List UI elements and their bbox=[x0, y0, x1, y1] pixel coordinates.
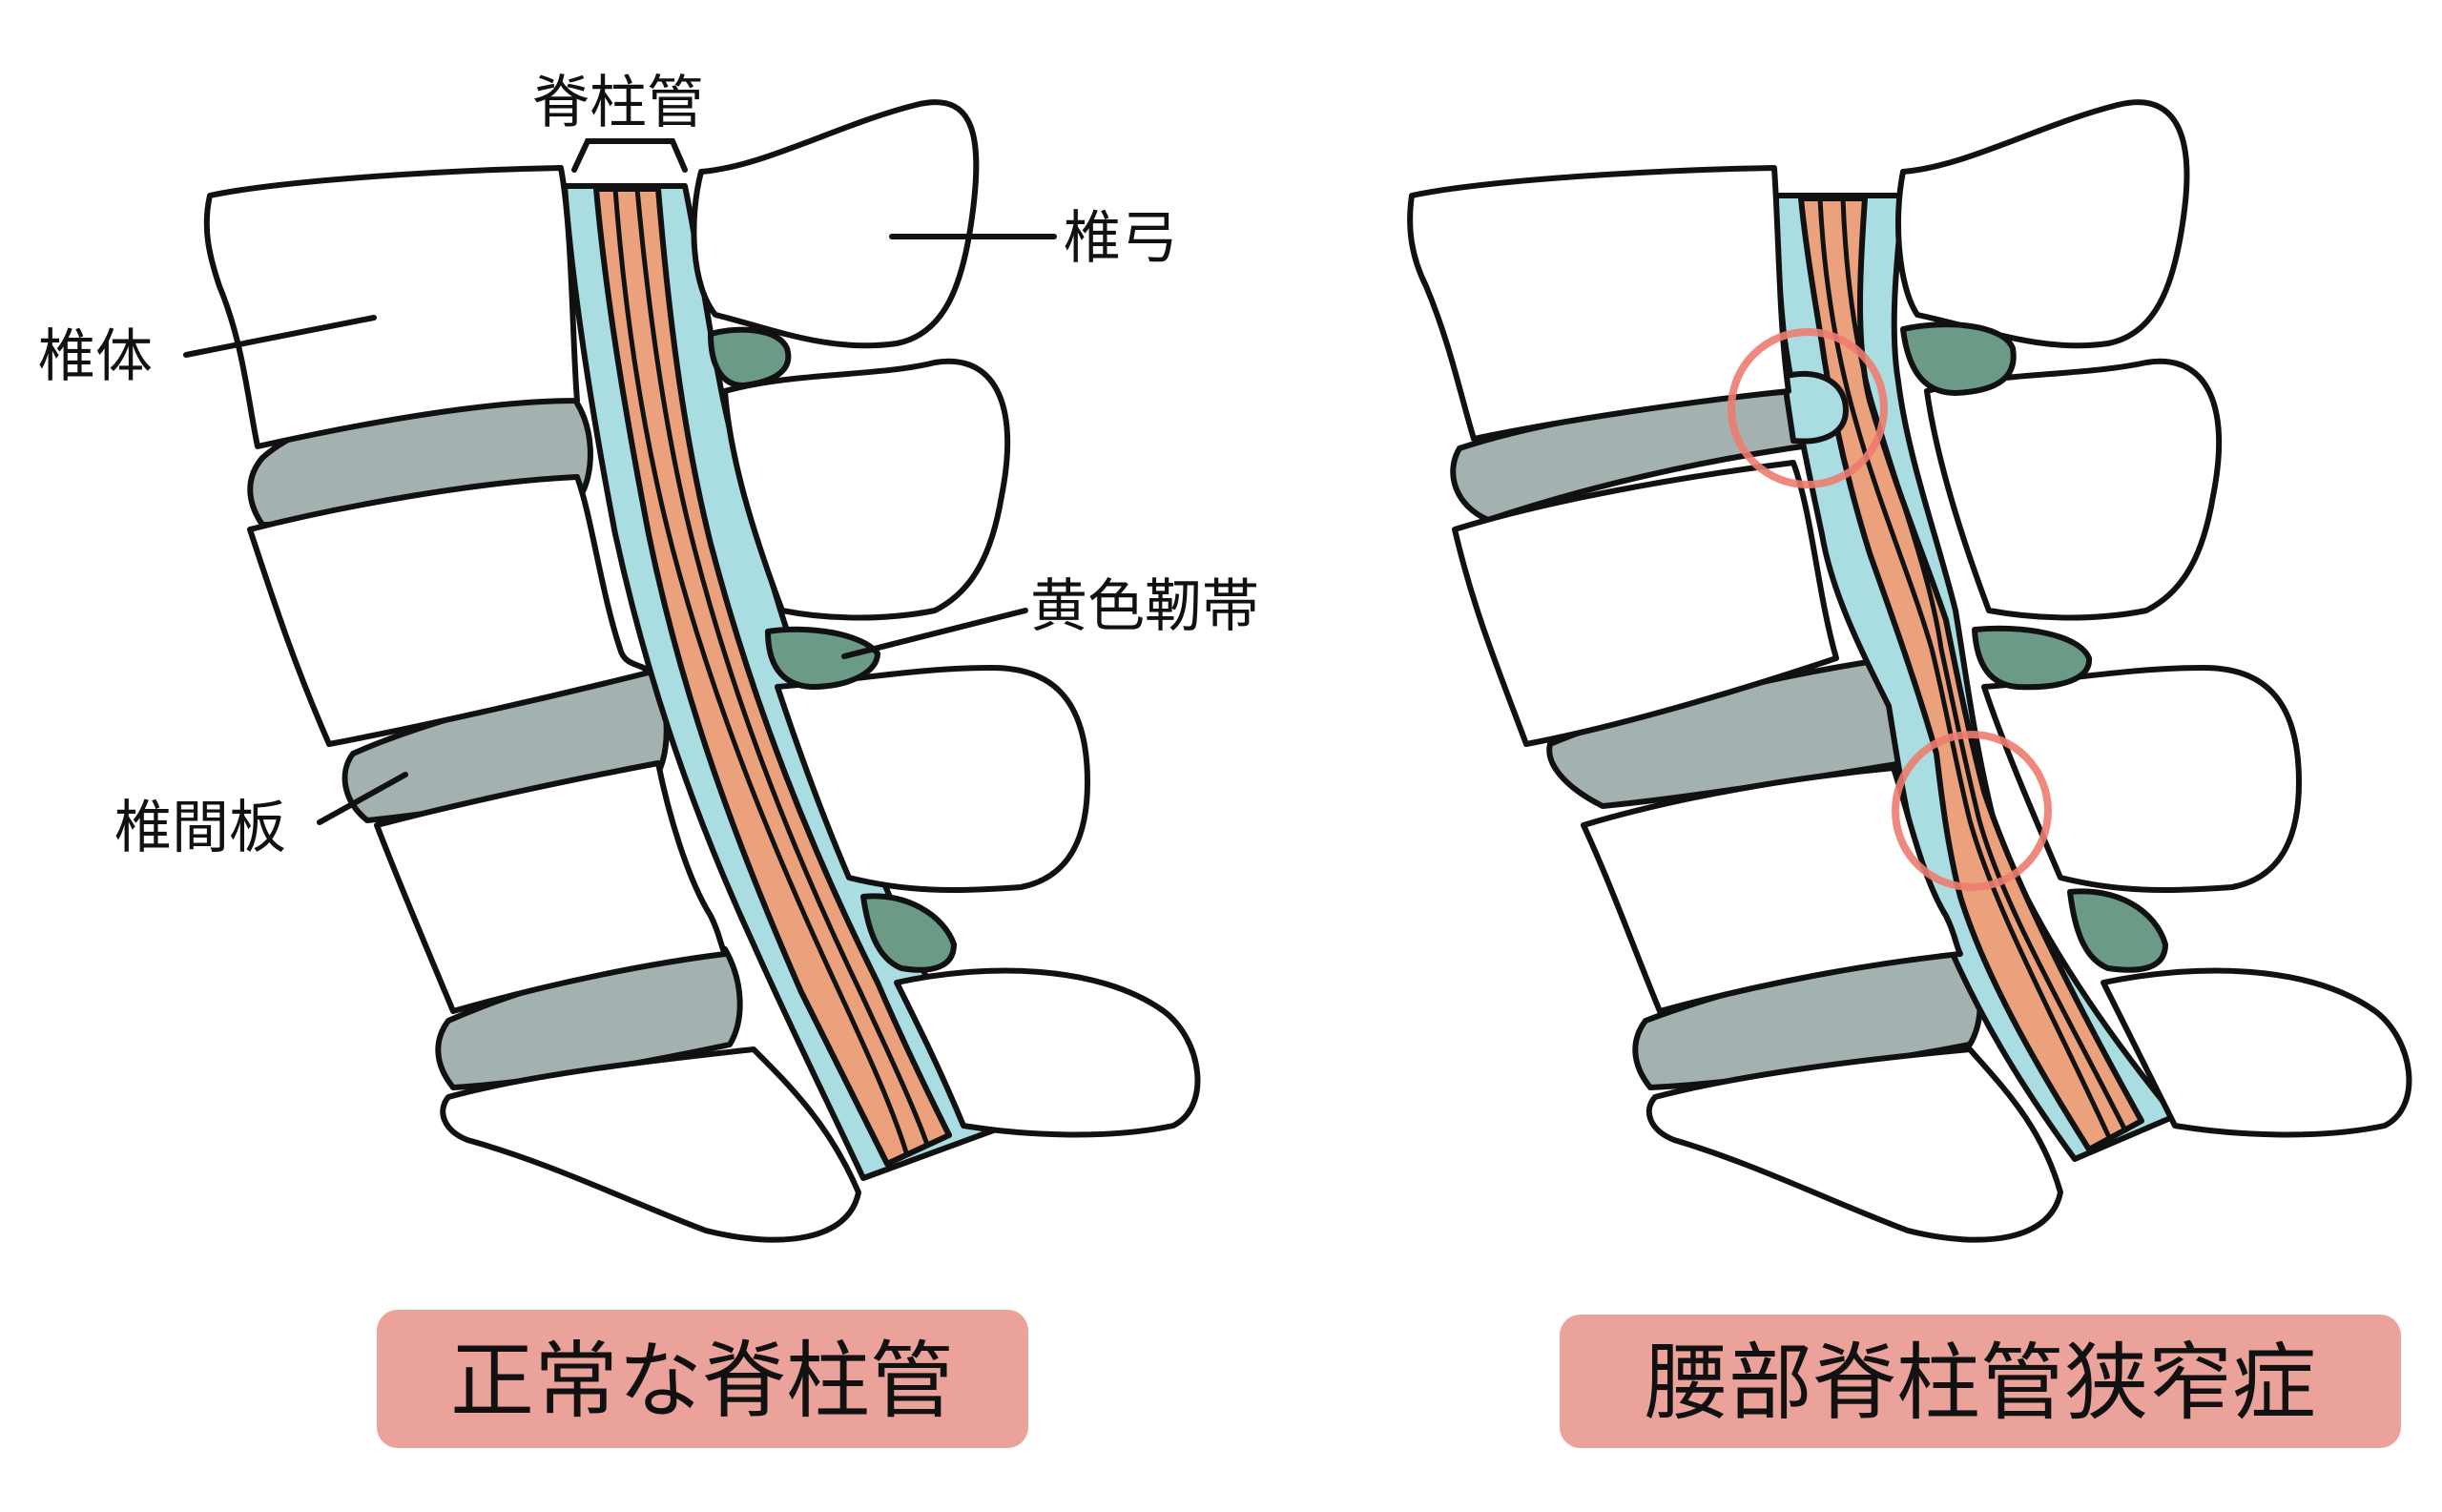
vertebral-arch-1 bbox=[1895, 99, 2190, 349]
caption-normal-text: 正常な脊柱管 bbox=[450, 1332, 954, 1430]
label-vertebral-arch: 椎弓 bbox=[1064, 205, 1178, 272]
vertebral-body-4 bbox=[1645, 1046, 2063, 1243]
label-intervertebral-disc: 椎間板 bbox=[114, 795, 286, 861]
vertebral-body-3 bbox=[374, 760, 728, 1014]
vertebral-body-1 bbox=[1407, 165, 1791, 442]
spinal-canal-bracket bbox=[571, 138, 688, 173]
ligamentum-flavum-1 bbox=[1900, 321, 2017, 396]
compression-highlight-upper bbox=[1728, 328, 1888, 488]
vertebral-arch-4 bbox=[2101, 967, 2412, 1138]
ligamentum-flavum-1 bbox=[708, 326, 792, 388]
vertebral-body-1 bbox=[203, 165, 580, 449]
normal-spine-illustration: 脊柱管 椎弓 椎体 黄色靭帯 椎間板 bbox=[38, 70, 1259, 1243]
nerve-fiber bbox=[1817, 196, 2111, 1138]
caption-stenosis-box bbox=[1560, 1315, 2401, 1448]
compression-highlight-lower bbox=[1892, 731, 2052, 891]
ligamentum-flavum-3 bbox=[2067, 888, 2168, 973]
leader-intervertebral-disc bbox=[317, 772, 408, 825]
caption-stenosis: 腰部脊柱管狭窄症 bbox=[1560, 1315, 2401, 1448]
vertebral-arch-1 bbox=[691, 99, 980, 349]
vertebral-arch-2 bbox=[722, 358, 1011, 621]
vertebral-arch-3 bbox=[1981, 665, 2302, 893]
vertebral-arch-3 bbox=[775, 665, 1090, 893]
ligamentum-flavum-2 bbox=[765, 626, 880, 690]
spinal-cord bbox=[593, 186, 952, 1167]
nerve-fiber bbox=[612, 186, 909, 1155]
vertebral-body-3 bbox=[1581, 765, 1963, 1014]
label-vertebral-body: 椎体 bbox=[38, 323, 153, 390]
vertebral-arch-4 bbox=[894, 967, 1201, 1138]
ligamentum-flavum-2 bbox=[1972, 625, 2093, 691]
caption-stenosis-text: 腰部脊柱管狭窄症 bbox=[1645, 1334, 2316, 1432]
caption-normal-box bbox=[377, 1310, 1028, 1448]
vertebral-body-2 bbox=[247, 474, 652, 747]
caption-normal: 正常な脊柱管 bbox=[377, 1310, 1028, 1448]
stenosis-spine-illustration bbox=[1407, 99, 2412, 1243]
label-ligamentum-flavum: 黄色靭帯 bbox=[1030, 573, 1259, 640]
leader-vertebral-body bbox=[183, 315, 377, 358]
herniated-disc bbox=[1781, 370, 1849, 445]
vertebral-body-4 bbox=[440, 1046, 861, 1243]
vertebral-arch-2 bbox=[1924, 358, 2223, 621]
ligamentum-flavum-3 bbox=[860, 893, 957, 973]
vertebral-body-2 bbox=[1452, 460, 1839, 747]
label-spinal-canal: 脊柱管 bbox=[532, 70, 704, 136]
leader-ligamentum-flavum bbox=[841, 608, 1028, 659]
nerve-fiber bbox=[634, 186, 930, 1148]
